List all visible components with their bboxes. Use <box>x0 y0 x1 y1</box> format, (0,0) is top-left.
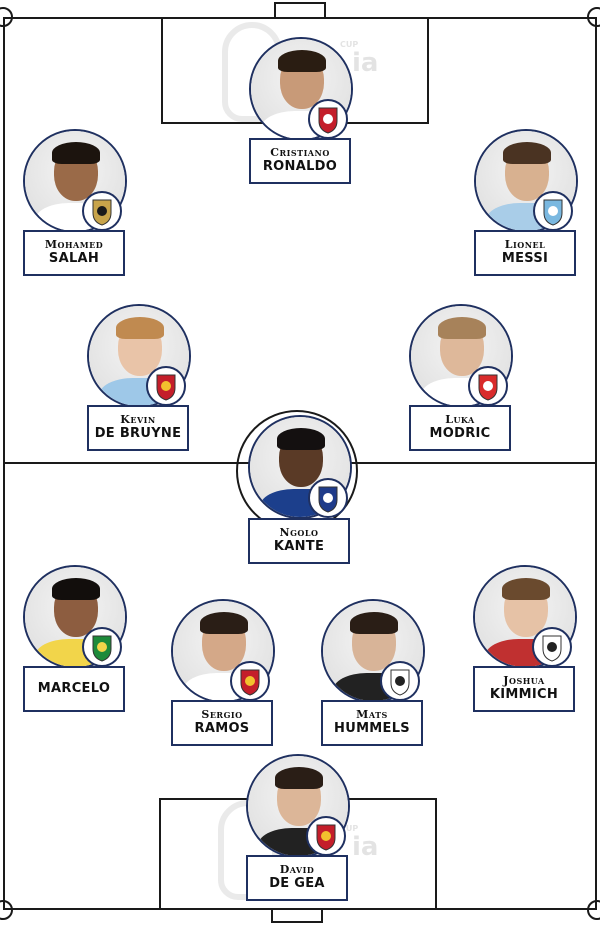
watermark-cup-text: CUP <box>340 824 359 833</box>
portugal-crest-icon <box>308 99 348 139</box>
player-last-name: KIMMICH <box>489 686 559 702</box>
hair <box>503 142 551 164</box>
egypt-crest-icon <box>82 191 122 231</box>
player-last-name: RAMOS <box>194 720 250 736</box>
player-last-name: SALAH <box>48 250 100 266</box>
crest-shape <box>318 486 338 513</box>
player-first-name: Lionel <box>504 238 546 252</box>
corner-arc <box>587 900 600 920</box>
watermark-text: ia <box>352 48 379 78</box>
bottom-goal <box>271 908 323 923</box>
hair <box>502 578 550 600</box>
belgium-crest-icon <box>146 366 186 406</box>
crest-shape <box>543 199 563 226</box>
brazil-cbf-crest-icon <box>82 627 122 667</box>
player-photo-modric <box>409 304 513 408</box>
spain-crest-icon <box>230 661 270 701</box>
germany-crest-icon <box>380 661 420 701</box>
player-last-name: DE GEA <box>269 875 325 891</box>
player-last-name: MODRIC <box>429 425 491 441</box>
crest-shape <box>542 635 562 662</box>
croatia-crest-icon <box>468 366 508 406</box>
player-last-name: KANTE <box>273 538 325 554</box>
crest-shape <box>92 635 112 662</box>
player-first-name: Mats <box>356 708 388 722</box>
player-first-name: Luka <box>445 413 475 427</box>
player-name-card-marcelo: MARCELO <box>23 666 125 712</box>
player-first-name: Ngolo <box>279 526 319 540</box>
player-last-name: DE BRUYNE <box>94 425 182 441</box>
watermark-text: ia <box>352 832 379 862</box>
player-last-name: HUMMELS <box>334 720 410 736</box>
player-first-name: Sergio <box>201 708 243 722</box>
player-photo-salah <box>23 129 127 233</box>
player-last-name: RONALDO <box>262 158 338 174</box>
crest-shape <box>390 669 410 696</box>
player-photo-kante <box>248 415 352 519</box>
hair <box>277 428 325 450</box>
player-photo-debruyne <box>87 304 191 408</box>
spain-crest-icon <box>306 816 346 856</box>
hair <box>200 612 248 634</box>
player-photo-ronaldo <box>249 37 353 141</box>
crest-shape <box>316 824 336 851</box>
player-first-name: Joshua <box>503 674 545 688</box>
hair <box>52 142 100 164</box>
player-last-name: MARCELO <box>37 680 111 696</box>
player-first-name: David <box>279 863 315 877</box>
hair <box>438 317 486 339</box>
crest-shape <box>156 374 176 401</box>
player-first-name: Mohamed <box>44 238 104 252</box>
hair <box>116 317 164 339</box>
hair <box>52 578 100 600</box>
germany-crest-icon <box>532 627 572 667</box>
argentina-crest-icon <box>533 191 573 231</box>
corner-arc <box>587 7 600 27</box>
player-first-name: Kevin <box>120 413 156 427</box>
player-photo-ramos <box>171 599 275 703</box>
hair <box>275 767 323 789</box>
crest-shape <box>240 669 260 696</box>
hair <box>278 50 326 72</box>
player-first-name: Cristiano <box>270 146 330 160</box>
france-fff-crest-icon <box>308 478 348 518</box>
crest-shape <box>478 374 498 401</box>
crest-shape <box>92 199 112 226</box>
hair <box>350 612 398 634</box>
corner-arc <box>0 900 13 920</box>
player-last-name: MESSI <box>501 250 549 266</box>
crest-shape <box>318 107 338 134</box>
corner-arc <box>0 7 13 27</box>
